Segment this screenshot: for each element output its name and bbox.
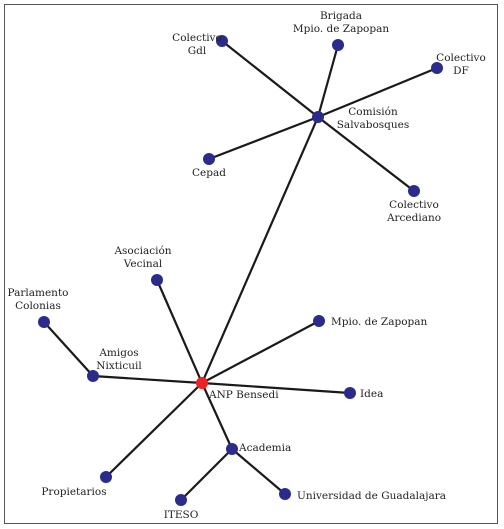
label-line: ITESO <box>164 509 199 521</box>
label-line: Idea <box>360 388 383 400</box>
label-udg: Universidad de Guadalajara <box>297 490 446 502</box>
edge-anp-amigos <box>92 374 203 385</box>
label-line: Comisión <box>348 106 398 118</box>
label-line: Gdl <box>188 45 207 57</box>
label-line: Colectivo <box>172 32 222 44</box>
node-anp <box>196 377 208 389</box>
node-colectivo_df <box>431 62 443 74</box>
label-line: Nixticuil <box>96 360 142 372</box>
diagram-frame <box>4 4 498 524</box>
edge-anp-mpio_zapopan <box>201 320 320 384</box>
label-line: Parlamento <box>8 287 69 299</box>
edge-comision-colectivo_df <box>317 66 438 119</box>
label-line: Colectivo <box>436 52 486 64</box>
label-line: Mpio. de Zapopan <box>293 23 389 35</box>
label-line: Brigada <box>320 10 362 22</box>
node-layer <box>38 35 443 506</box>
node-iteso <box>175 494 187 506</box>
label-line: Amigos <box>98 347 138 359</box>
edge-comision-brigada <box>316 44 340 118</box>
edge-comision-colectivo_arcediano <box>317 116 415 192</box>
label-line: Universidad de Guadalajara <box>297 490 446 502</box>
label-mpio_zapopan: Mpio. de Zapopan <box>331 316 427 328</box>
edge-academia-udg <box>231 448 286 495</box>
edge-academia-iteso <box>180 448 233 501</box>
label-line: Cepad <box>192 167 226 179</box>
label-iteso: ITESO <box>164 509 199 521</box>
label-cepad: Cepad <box>192 167 226 179</box>
node-colectivo_gdl <box>216 35 228 47</box>
label-line: DF <box>453 65 469 77</box>
label-propietarios: Propietarios <box>41 486 106 498</box>
label-line: Arcediano <box>386 212 441 224</box>
node-cepad <box>203 153 215 165</box>
node-udg <box>279 488 291 500</box>
label-idea: Idea <box>360 388 383 400</box>
label-line: Academia <box>238 442 291 454</box>
label-line: Colonias <box>15 300 61 312</box>
edge-layer <box>43 40 438 501</box>
edge-comision-anp <box>200 116 320 384</box>
edge-anp-asociacion <box>155 279 204 384</box>
label-academia: Academia <box>238 442 291 454</box>
edge-anp-idea <box>201 381 351 395</box>
node-mpio_zapopan <box>313 315 325 327</box>
edge-amigos-parlamento <box>43 321 94 377</box>
label-line: Propietarios <box>41 486 106 498</box>
node-comision <box>312 111 324 123</box>
edge-comision-cepad <box>208 115 319 161</box>
label-anp: ANP Bensedi <box>208 389 279 401</box>
node-idea <box>344 387 356 399</box>
label-line: Salvabosques <box>337 119 410 131</box>
node-colectivo_arcediano <box>408 185 420 197</box>
label-line: ANP Bensedi <box>208 389 279 401</box>
node-amigos <box>87 370 99 382</box>
edge-anp-propietarios <box>105 382 203 478</box>
node-academia <box>226 443 238 455</box>
node-asociacion <box>151 274 163 286</box>
label-line: Vecinal <box>123 258 163 270</box>
label-line: Colectivo <box>389 199 439 211</box>
node-propietarios <box>100 471 112 483</box>
edge-comision-colectivo_gdl <box>221 40 319 118</box>
label-line: Asociación <box>113 245 171 257</box>
node-parlamento <box>38 316 50 328</box>
label-line: Mpio. de Zapopan <box>331 316 427 328</box>
edge-anp-academia <box>200 382 234 450</box>
node-brigada <box>332 39 344 51</box>
